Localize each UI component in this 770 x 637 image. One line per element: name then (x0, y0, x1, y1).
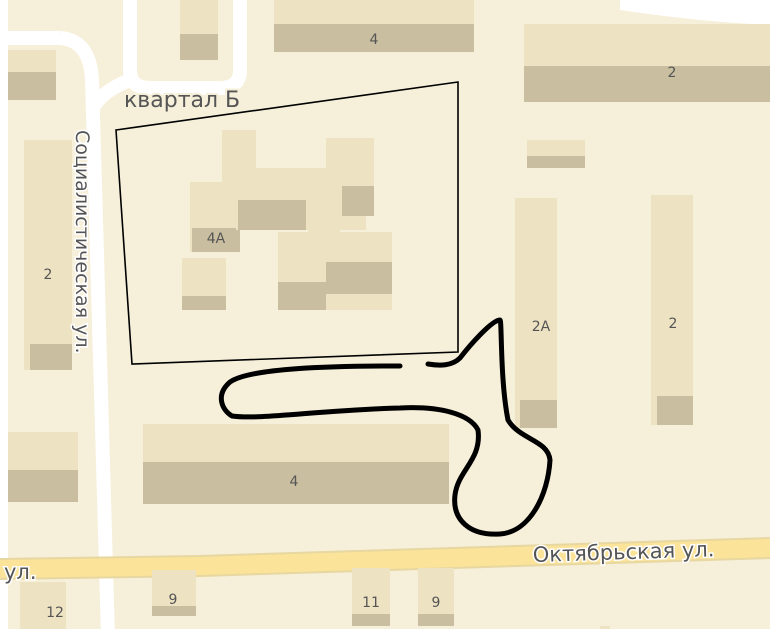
building-top-right-side (524, 66, 770, 102)
label-october-street: Октябрьская ул. (532, 537, 714, 567)
building-12[interactable] (20, 582, 66, 629)
building-left-top-side (8, 72, 56, 100)
building-2a[interactable] (515, 198, 557, 428)
selection-outline[interactable] (115, 81, 459, 365)
annotations (115, 81, 553, 537)
building-top-small-side (180, 34, 218, 60)
building-4a[interactable] (182, 130, 392, 310)
hand-drawn-route[interactable] (218, 317, 553, 537)
label-quarter: квартал Б (124, 88, 240, 113)
building-left-tall-side (30, 344, 72, 370)
building-right-tall-side (657, 396, 693, 425)
building-left-tall[interactable] (24, 140, 72, 370)
label-building-top-right: 2 (668, 65, 677, 81)
road-socialist (59, 31, 115, 637)
edge-area-top-right (620, 0, 770, 25)
label-building-top-center: 4 (370, 32, 379, 48)
label-building-left-tall: 2 (44, 267, 53, 283)
label-building-12: 12 (46, 605, 64, 621)
building-bottom-long-side (143, 462, 449, 504)
label-building-2a: 2А (532, 319, 551, 335)
road-top-loop (123, 0, 247, 95)
label-building-bottom-long: 4 (290, 474, 299, 490)
edge-margin-bottom (0, 629, 770, 637)
building-2a-side (520, 400, 557, 428)
label-building-9a: 9 (169, 592, 178, 608)
label-building-11: 11 (362, 595, 380, 611)
label-socialist-street: Социалистическая ул. (71, 130, 93, 354)
road-quarter-link (85, 73, 133, 114)
buildings (8, 0, 770, 629)
road-october (0, 539, 770, 578)
minor-roads (8, 0, 247, 637)
building-small-strip-side (527, 156, 585, 168)
label-building-9b: 9 (432, 595, 441, 611)
label-building-4a: 4А (207, 231, 226, 247)
building-left-bottom-side (8, 470, 78, 502)
label-october-street-fragment: ул. (4, 560, 37, 584)
label-building-right-tall: 2 (669, 316, 678, 332)
edge-margin-left (0, 0, 8, 637)
major-road (0, 537, 770, 580)
building-right-tall[interactable] (651, 195, 693, 425)
labels: 4 2 2 4А 2А 2 4 12 9 11 9 квартал Б Соци… (3, 32, 717, 621)
building-top-center-side (274, 24, 474, 52)
